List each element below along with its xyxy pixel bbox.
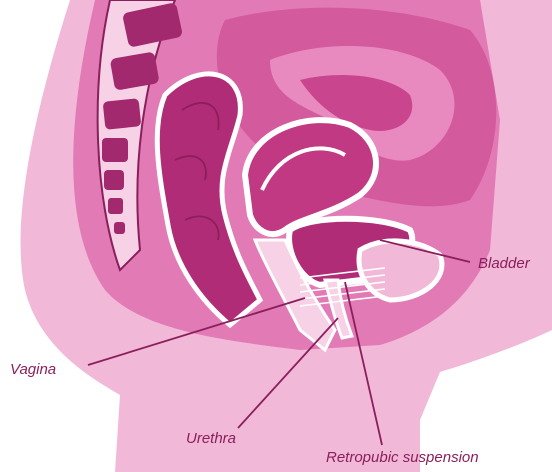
label-urethra: Urethra — [186, 430, 236, 447]
label-bladder: Bladder — [478, 255, 531, 272]
label-retropubic-suspension: Retropubic suspension — [326, 449, 479, 466]
label-vagina: Vagina — [10, 361, 56, 378]
